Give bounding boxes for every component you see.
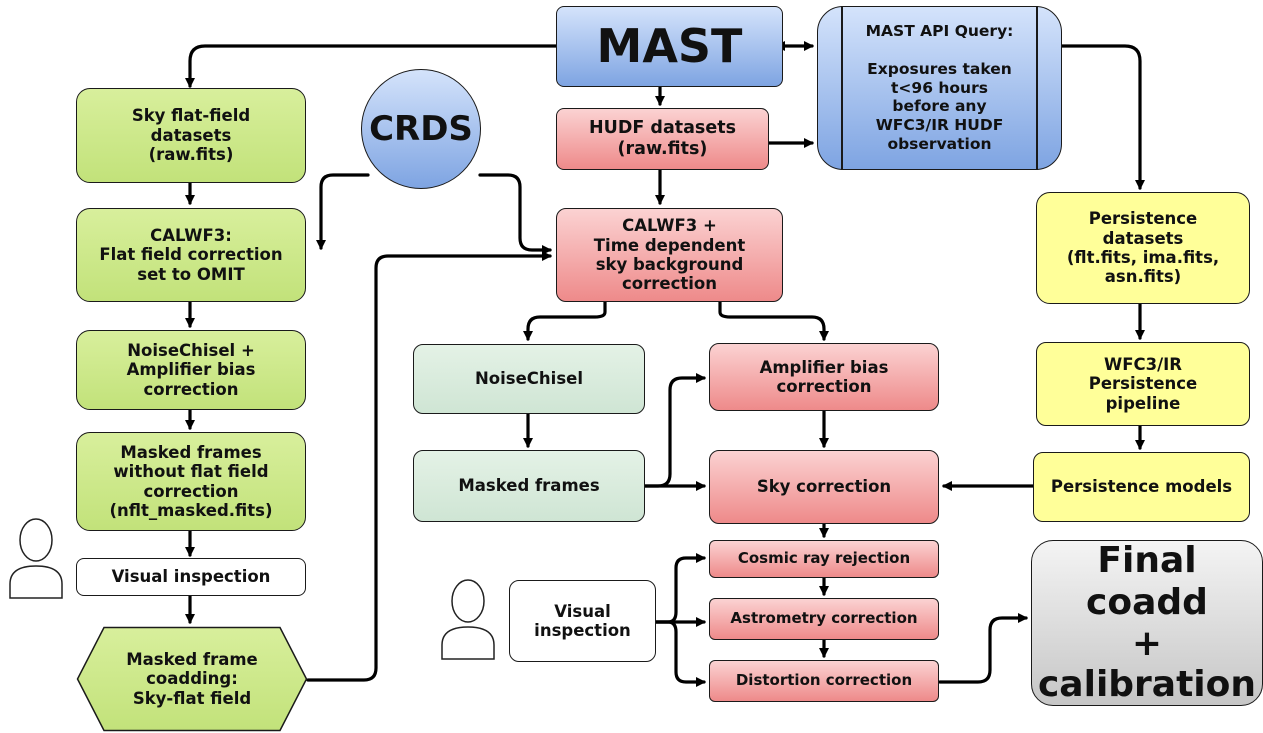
arrow-distortion-to-final (938, 613, 1028, 684)
arrow-crds-to-calwf3-left (316, 173, 370, 250)
masked-coadd-node: Masked frame coadding: Sky-flat field (76, 626, 308, 732)
arrow-calwf3-to-noisechisel-center (523, 300, 607, 341)
person-icon-left (9, 518, 63, 599)
arrow-visual-to-distortion (654, 620, 706, 687)
mast-node: MAST (556, 6, 783, 87)
arrow-visual-to-cosmic (654, 553, 706, 624)
final-coadd-node: Final coadd + calibration (1031, 540, 1263, 706)
persistence-datasets-node: Persistence datasets (flt.fits, ima.fits… (1036, 192, 1250, 304)
cosmic-ray-node: Cosmic ray rejection (709, 540, 939, 578)
crds-node: CRDS (361, 69, 481, 189)
persistence-models-node: Persistence models (1033, 452, 1250, 522)
amp-bias-node: Amplifier bias correction (709, 343, 939, 411)
calwf3-time-node: CALWF3 + Time dependent sky background c… (556, 208, 783, 302)
visual-inspection-right-node: Visual inspection (509, 580, 656, 662)
arrow-calwf3-to-ampbias (718, 300, 829, 341)
hudf-datasets-node: HUDF datasets (raw.fits) (556, 108, 769, 170)
query-divider-right (1036, 6, 1038, 170)
persistence-pipeline-node: WFC3/IR Persistence pipeline (1036, 342, 1250, 426)
visual-inspection-left-node: Visual inspection (76, 558, 306, 596)
arrow-query-to-persistence (1060, 44, 1145, 190)
arrow-masked-to-ampbias (643, 373, 706, 488)
distortion-node: Distortion correction (709, 660, 939, 702)
masked-coadd-label: Masked frame coadding: Sky-flat field (126, 649, 258, 708)
mast-query-node: MAST API Query: Exposures taken t<96 hou… (817, 6, 1062, 170)
sky-flat-datasets-node: Sky flat-field datasets (raw.fits) (76, 88, 306, 183)
sky-correction-node: Sky correction (709, 450, 939, 524)
calwf3-omit-node: CALWF3: Flat field correction set to OMI… (76, 208, 306, 302)
arrow-coadd-to-calwf3 (306, 251, 552, 682)
noisechisel-amp-node: NoiseChisel + Amplifier bias correction (76, 330, 306, 410)
arrow-mast-to-skyflat (185, 44, 558, 88)
arrow-crds-to-calwf3-center (478, 173, 552, 255)
masked-frames-node: Masked frames (413, 450, 645, 522)
noisechisel-node: NoiseChisel (413, 344, 645, 414)
hexagon-shape (76, 626, 308, 732)
person-icon-right (441, 579, 495, 660)
query-divider-left (841, 6, 843, 170)
astrometry-node: Astrometry correction (709, 598, 939, 640)
masked-no-flat-node: Masked frames without flat field correct… (76, 432, 306, 531)
